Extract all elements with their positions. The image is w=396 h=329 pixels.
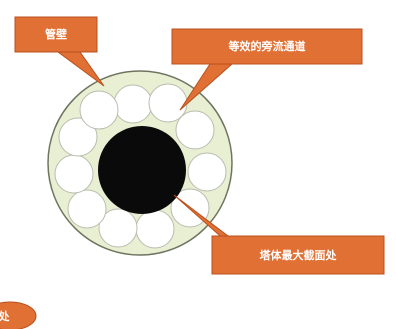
sphere: [54, 154, 94, 194]
callout-max-section: 塔体最大截面处: [173, 194, 385, 275]
sphere: [175, 110, 215, 150]
sphere: [113, 84, 153, 124]
callout-wall: 管壁: [14, 16, 105, 87]
sphere: [58, 117, 98, 157]
callout-box: [0, 301, 37, 329]
corner-fragment-label: 处: [0, 309, 11, 323]
sphere: [67, 189, 107, 229]
callout-box: [171, 28, 363, 65]
callout-box: [211, 235, 385, 275]
wall-label: 管壁: [45, 27, 67, 41]
callout-pointer: [56, 51, 105, 87]
sphere: [135, 209, 175, 249]
sphere: [79, 90, 119, 130]
max-cross-section-label: 塔体最大截面处: [260, 248, 338, 262]
bypass-channel-label: 等效的旁流通道: [228, 39, 306, 53]
sphere-ring: [54, 83, 227, 249]
callout-bypass: 等效的旁流通道: [171, 28, 363, 111]
sphere: [187, 152, 227, 192]
callout-partial: 处: [0, 301, 37, 329]
sphere: [98, 208, 138, 248]
central-core: [98, 126, 186, 214]
callout-box: [14, 16, 98, 53]
